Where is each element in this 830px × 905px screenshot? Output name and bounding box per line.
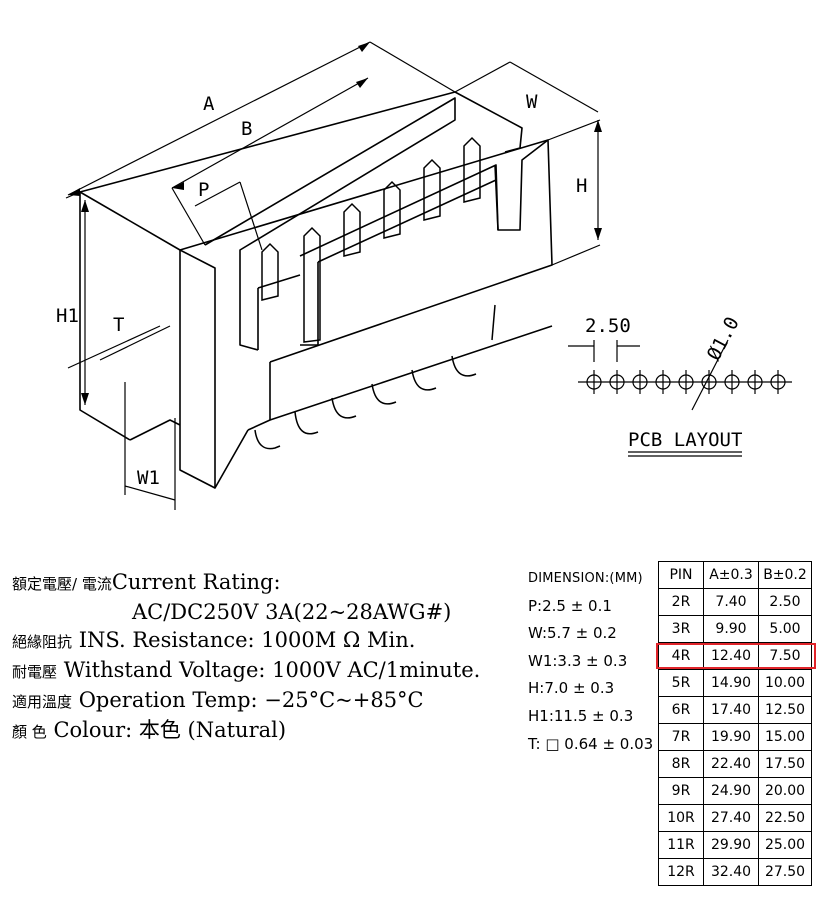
table-cell: 9.90 [703, 615, 759, 643]
label-b: B [241, 118, 252, 140]
dimension-arrows [68, 42, 602, 405]
electrical-specs: 額定電壓/ 電流Current Rating: AC/DC250V 3A(22~… [12, 568, 522, 746]
pcb-title: PCB LAYOUT [628, 429, 742, 451]
table-cell: 27.40 [703, 804, 759, 832]
table-cell: 17.40 [703, 696, 759, 724]
table-cell: 9R [658, 777, 704, 805]
label-h1: H1 [56, 305, 79, 327]
header-b: B±0.2 [758, 561, 812, 589]
dimension-item: T: □ 0.64 ± 0.03 [528, 734, 654, 753]
spec-resistance: 絕緣阻抗 INS. Resistance: 1000M Ω Min. [12, 628, 416, 652]
table-cell: 7R [658, 723, 704, 751]
pcb-layout: 2.50 Ø1.0 PCB LAYOUT [568, 313, 792, 457]
label-t: T [113, 314, 124, 336]
table-cell: 7.50 [758, 642, 812, 670]
dimension-list: DIMENSION:(MM) P:2.5 ± 0.1 W:5.7 ± 0.2 W… [528, 565, 658, 758]
table-cell: 14.90 [703, 669, 759, 697]
table-cell: 6R [658, 696, 704, 724]
dimension-header: DIMENSION:(MM) [528, 571, 643, 586]
header-a: A±0.3 [703, 561, 759, 589]
table-cell: 12R [658, 858, 704, 886]
table-cell: 20.00 [758, 777, 812, 805]
table-cell: 2R [658, 588, 704, 616]
table-cell: 12.40 [703, 642, 759, 670]
table-cell: 2.50 [758, 588, 812, 616]
table-cell: 15.00 [758, 723, 812, 751]
table-cell: 25.00 [758, 831, 812, 859]
spec-current-rating: 額定電壓/ 電流Current Rating: [12, 570, 281, 594]
pcb-pitch-label: 2.50 [585, 315, 631, 337]
dimension-item: H:7.0 ± 0.3 [528, 679, 615, 698]
table-cell: 3R [658, 615, 704, 643]
table-cell: 32.40 [703, 858, 759, 886]
table-cell: 22.50 [758, 804, 812, 832]
dimension-item: P:2.5 ± 0.1 [528, 596, 612, 615]
label-h: H [576, 175, 587, 197]
table-cell: 4R [658, 642, 704, 670]
connector-pins [254, 136, 496, 450]
table-cell: 5R [658, 669, 704, 697]
table-cell: 12.50 [758, 696, 812, 724]
table-cell: 8R [658, 750, 704, 778]
table-cell: 19.90 [703, 723, 759, 751]
table-cell: 17.50 [758, 750, 812, 778]
header-pin: PIN [658, 561, 704, 589]
spec-rating-value: AC/DC250V 3A(22~28AWG#) [132, 600, 452, 624]
pcb-holes [568, 339, 792, 457]
label-a: A [203, 93, 215, 115]
table-cell: 29.90 [703, 831, 759, 859]
spec-temperature: 適用溫度 Operation Temp: −25°C~+85°C [12, 688, 424, 712]
dimension-item: H1:11.5 ± 0.3 [528, 706, 634, 725]
dimension-item: W:5.7 ± 0.2 [528, 624, 617, 643]
spec-colour: 顏 色 Colour: 本色 (Natural) [12, 718, 287, 742]
table-cell: 27.50 [758, 858, 812, 886]
table-cell: 7.40 [703, 588, 759, 616]
spec-withstand: 耐電壓 Withstand Voltage: 1000V AC/1minute. [12, 658, 481, 682]
dimension-item: W1:3.3 ± 0.3 [528, 651, 628, 670]
table-cell: 5.00 [758, 615, 812, 643]
pin-table-header: PIN A±0.3 B±0.2 [658, 561, 812, 589]
label-p: P [198, 179, 209, 201]
table-cell: 10R [658, 804, 704, 832]
table-cell: 24.90 [703, 777, 759, 805]
table-cell: 11R [658, 831, 704, 859]
dimension-lines [65, 41, 601, 510]
label-w1: W1 [137, 467, 160, 489]
pcb-hole-label: Ø1.0 [703, 313, 744, 364]
connector-body [79, 91, 553, 489]
dimension-labels: A B P W H H1 T W1 [56, 91, 587, 489]
label-w: W [526, 91, 538, 113]
table-cell: 10.00 [758, 669, 812, 697]
table-cell: 22.40 [703, 750, 759, 778]
